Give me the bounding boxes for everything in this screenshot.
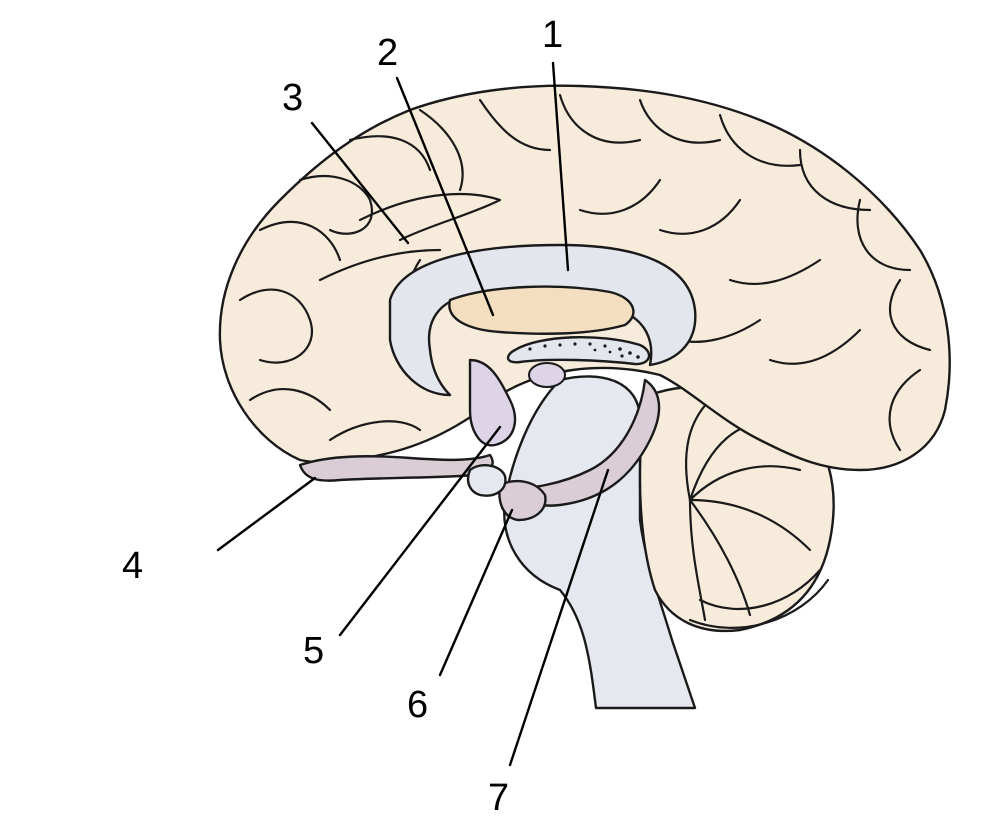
leader-line-7 [508, 468, 610, 767]
label-1: 1 [542, 14, 563, 56]
label-5: 5 [303, 630, 324, 672]
label-4: 4 [122, 545, 143, 587]
leader-line-1 [551, 61, 570, 272]
pituitary [466, 464, 507, 497]
hypothalamus [468, 358, 517, 447]
olfactory-tract [298, 453, 494, 482]
label-6: 6 [407, 684, 428, 726]
label-3: 3 [282, 77, 303, 119]
leader-line-2 [395, 76, 495, 317]
leader-line-3 [310, 121, 410, 245]
leader-line-5 [338, 425, 502, 637]
fornix-stipple [528, 342, 640, 359]
mammillary-body [498, 479, 547, 522]
cortical-folds [238, 93, 932, 452]
fornix [506, 336, 651, 366]
corpus-callosum [388, 243, 697, 397]
leader-line-6 [438, 508, 514, 677]
leader-line-4 [216, 476, 317, 552]
thalamus [448, 285, 635, 335]
leader-lines [216, 61, 610, 767]
label-7: 7 [488, 777, 509, 819]
interthalamic-adhesion [528, 362, 566, 388]
label-2: 2 [377, 32, 398, 74]
number-labels: 1 2 3 4 5 6 7 [122, 14, 563, 819]
